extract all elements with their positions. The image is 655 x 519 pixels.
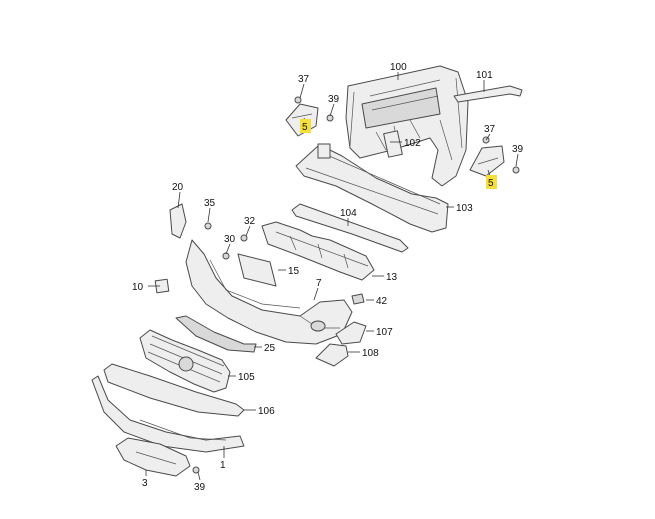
callout-5-right: 5 <box>488 178 494 189</box>
front-end-carrier-part <box>345 65 469 187</box>
side-mount-bracket-part <box>169 203 187 239</box>
highlight-box-5-left <box>300 119 311 133</box>
callout-20: 20 <box>172 182 184 193</box>
callout-5-left: 5 <box>302 122 308 133</box>
callout-13: 13 <box>386 272 398 283</box>
fog-lamp-trim-part <box>315 343 349 367</box>
bumper-cover-part <box>185 239 353 345</box>
callout-104: 104 <box>340 208 357 219</box>
callout-39-left: 39 <box>328 94 340 105</box>
seal-strip-part <box>453 85 523 103</box>
callout-37-left: 37 <box>298 74 310 85</box>
license-plate-holder-part <box>237 253 277 287</box>
callout-7: 7 <box>316 278 322 289</box>
callout-102: 102 <box>404 138 421 149</box>
lower-valance-part <box>91 375 245 453</box>
fastener-screws <box>192 96 520 474</box>
callout-108: 108 <box>362 348 379 359</box>
callout-30: 30 <box>224 234 236 245</box>
callout-39-bottom: 39 <box>194 482 206 493</box>
callout-15: 15 <box>288 266 300 277</box>
callout-3: 3 <box>142 478 148 489</box>
callout-25: 25 <box>264 343 276 354</box>
small-clip-part <box>351 293 365 305</box>
absorber-strip-part <box>291 203 409 253</box>
callout-100: 100 <box>390 62 407 73</box>
right-bracket-part <box>469 145 505 177</box>
callout-labels: 100 101 37 39 5 102 37 39 5 103 104 20 3… <box>132 62 524 493</box>
fog-lamp-cover-part <box>335 321 367 345</box>
impact-beam-part <box>295 143 449 233</box>
callout-39-right: 39 <box>512 144 524 155</box>
callout-37-right: 37 <box>484 124 496 135</box>
callout-101: 101 <box>476 70 493 81</box>
bumper-clip-part <box>154 278 170 294</box>
callout-105: 105 <box>238 372 255 383</box>
callout-103: 103 <box>456 203 473 214</box>
callout-107: 107 <box>376 327 393 338</box>
highlight-box-5-right <box>486 175 497 189</box>
foam-absorber-part <box>261 221 375 281</box>
callout-32: 32 <box>244 216 256 227</box>
callout-42: 42 <box>376 296 388 307</box>
callout-35: 35 <box>204 198 216 209</box>
lower-grille-strip-part <box>175 315 257 353</box>
callout-1: 1 <box>220 460 226 471</box>
callout-10: 10 <box>132 282 144 293</box>
radiator-grille-part <box>139 329 231 393</box>
callout-106: 106 <box>258 406 275 417</box>
undertray-part <box>115 437 191 477</box>
